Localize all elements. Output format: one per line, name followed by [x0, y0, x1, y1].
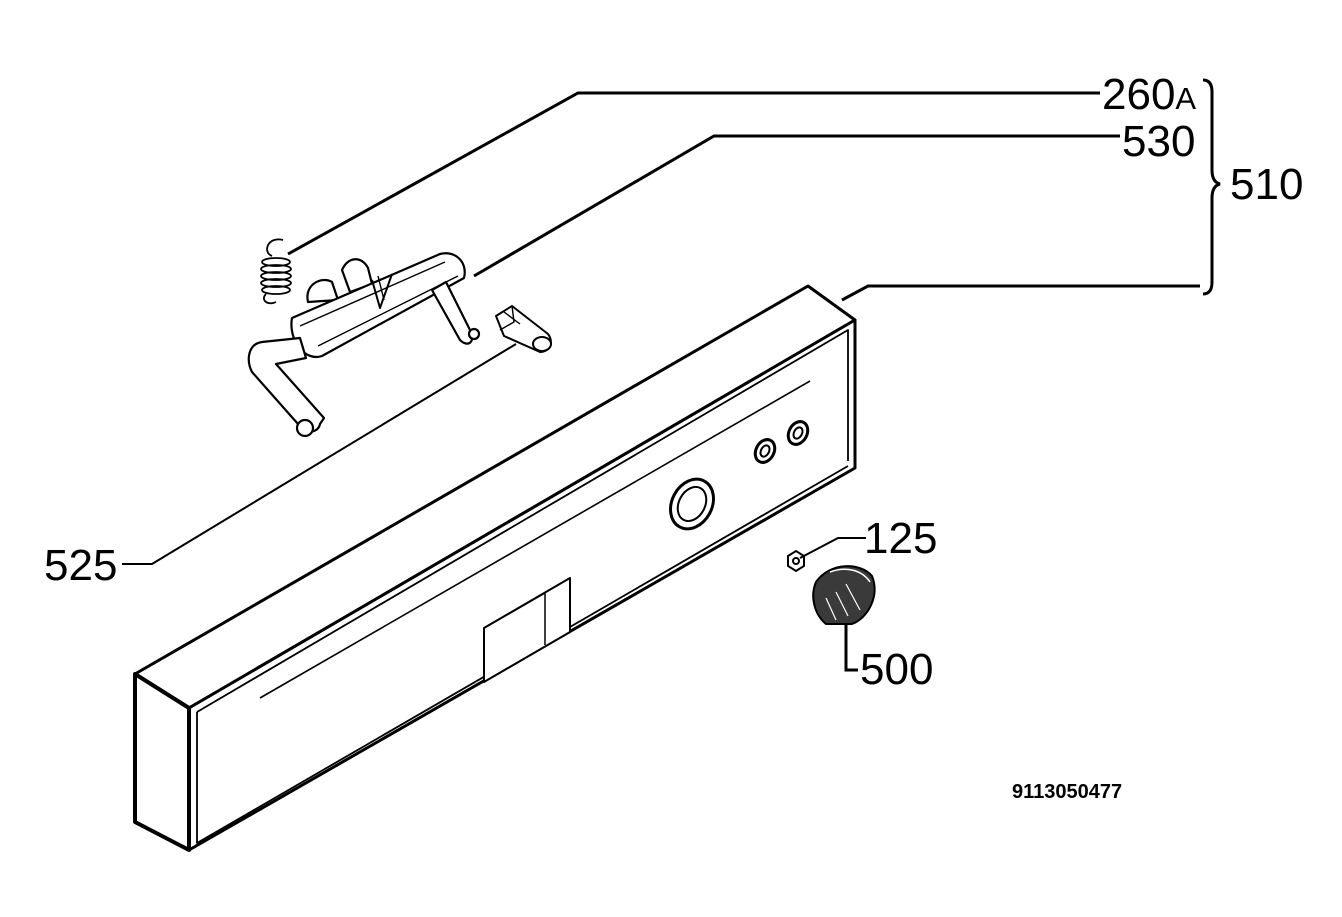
- leader-510-panel: [841, 284, 1200, 302]
- callout-125-label: 125: [864, 514, 937, 563]
- hinge-bracket-icon: [247, 252, 481, 438]
- leader-260a: [287, 91, 1100, 256]
- callout-530-label: 530: [1122, 117, 1195, 166]
- switch-opening: [669, 477, 715, 531]
- leader-125: [799, 537, 866, 559]
- control-panel: [133, 284, 857, 852]
- knob-icon: [812, 565, 876, 625]
- assembly-brace: [1202, 78, 1221, 296]
- indicator-holes: [753, 420, 810, 464]
- light-pipe-icon: [495, 305, 552, 353]
- leader-lines: [122, 78, 1221, 672]
- callout-525-label: 525: [44, 541, 117, 590]
- drawing-number: 9113050477: [1012, 781, 1122, 803]
- callout-260-label: 260A: [1102, 70, 1196, 119]
- nut-icon: [787, 549, 805, 573]
- spring-icon: [260, 238, 292, 305]
- leader-525: [122, 343, 517, 565]
- leader-500: [844, 624, 858, 672]
- callout-510-label: 510: [1230, 160, 1303, 209]
- handle-recess: [483, 577, 571, 683]
- callout-500-label: 500: [860, 645, 933, 694]
- leader-530: [473, 134, 1120, 278]
